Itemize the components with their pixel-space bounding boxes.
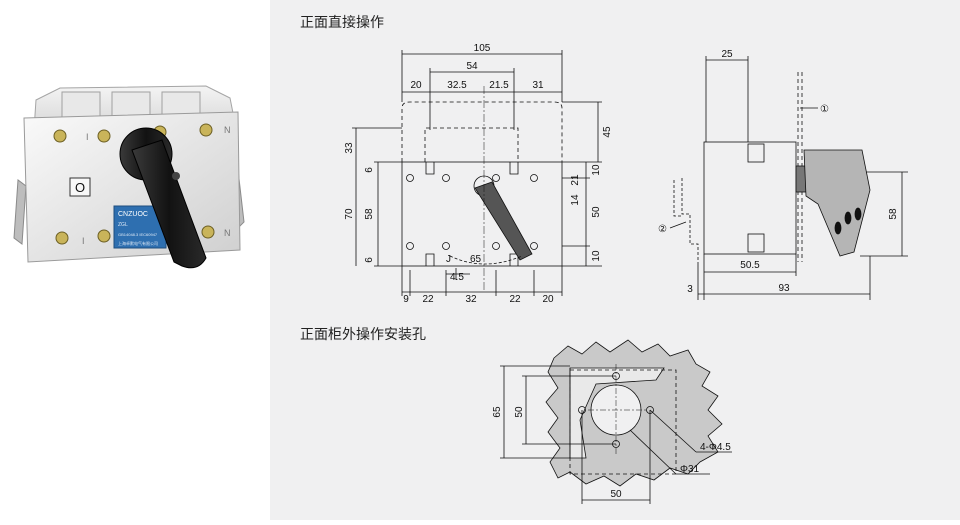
dim-20-top: 20 [410, 80, 422, 91]
title-front-direct: 正面直接操作 [300, 14, 384, 30]
dim-22-left: 22 [422, 294, 434, 305]
side-handle-hole-2 [844, 211, 852, 225]
dim-70: 70 [344, 208, 355, 220]
dim-54: 54 [466, 61, 478, 72]
nameplate-line-1: ZGL [118, 222, 128, 228]
dim-33: 33 [344, 142, 355, 154]
label-4-hole-dia: 4-Φ4.5 [700, 442, 731, 453]
dim-50-cutout-vertical: 50 [514, 406, 525, 418]
dim-32: 32 [465, 294, 477, 305]
front-dashed-inner [424, 127, 519, 162]
side-clip-top [747, 143, 765, 163]
dim-65: 65 [492, 406, 503, 418]
front-handle-mark: J [446, 254, 451, 265]
front-plate [401, 161, 563, 267]
drawing-panel: 正面直接操作 正面柜外操作安装孔 [270, 0, 960, 520]
cutout-view: 65 50 50 4-Φ4.5 Φ31 [492, 339, 732, 504]
callout-2: ② [658, 224, 667, 235]
dim-6-top: 6 [364, 167, 375, 173]
dim-6-bottom: 6 [364, 257, 375, 263]
position-mark: O [75, 180, 85, 195]
dim-32-5: 32.5 [447, 80, 467, 91]
handle-dimple [172, 172, 180, 180]
product-photo-panel: I N I N O CNZUOC ZGL GB14048.3 IEC60947 … [0, 0, 270, 520]
rotary-handle[interactable] [131, 139, 207, 269]
side-din-rail [681, 178, 699, 262]
dim-45: 45 [602, 126, 613, 138]
terminal-screws [53, 123, 215, 245]
side-clip-bottom [747, 233, 765, 253]
dim-93: 93 [778, 283, 790, 294]
side-handle-hole-3 [854, 207, 862, 221]
front-slots-top [425, 162, 519, 175]
rail-clip-left [13, 179, 27, 245]
dim-3: 3 [687, 284, 693, 295]
contact-mark-4: N [224, 228, 231, 238]
dim-21: 21 [570, 174, 581, 186]
dim-50-front: 50 [591, 206, 602, 218]
front-handle-arc [449, 255, 523, 265]
dim-50-cutout-horizontal: 50 [610, 489, 622, 500]
front-rating: 65 [470, 254, 482, 265]
dim-20-bottom: 20 [542, 294, 554, 305]
position-indicator [69, 177, 91, 197]
dim-58-side: 58 [888, 208, 899, 220]
dim-31: 31 [532, 80, 544, 91]
front-handle [474, 181, 533, 261]
dim-25: 25 [721, 49, 733, 60]
nameplate-brand: CNZUOC [118, 211, 148, 218]
side-view: 25 ① ② [658, 49, 908, 300]
title-front-cabinet-hole: 正面柜外操作安装孔 [300, 326, 426, 342]
front-dashed-housing [401, 101, 563, 162]
dim-21-5: 21.5 [489, 80, 509, 91]
dim-50-5: 50.5 [740, 260, 760, 271]
dim-22-right: 22 [509, 294, 521, 305]
front-mounting-holes [406, 174, 538, 250]
contact-mark-2: N [224, 125, 231, 135]
side-handle-hole-1 [834, 221, 842, 235]
label-shaft-dia: Φ31 [680, 464, 700, 475]
dim-14: 14 [570, 194, 581, 206]
dim-105: 105 [474, 43, 491, 54]
cutout-square [569, 369, 677, 475]
side-handle [803, 149, 871, 257]
front-view: J 65 105 54 20 32.5 21.5 31 33 6 70 [344, 43, 613, 305]
dim-58-front: 58 [364, 208, 375, 220]
nameplate-line-2: GB14048.3 IEC60947 [118, 232, 158, 237]
dim-10-top: 10 [591, 164, 602, 176]
dim-9: 9 [403, 294, 409, 305]
contact-mark-1: I [86, 132, 89, 142]
callout-1: ① [820, 104, 829, 115]
contact-mark-3: I [82, 236, 85, 246]
nameplate-line-3: 上海卓默电气有限公司 [118, 240, 158, 246]
dim-10-bottom: 10 [591, 250, 602, 262]
dim-4-5: 4.5 [450, 272, 464, 283]
isolator-switch-photo: I N I N O CNZUOC ZGL GB14048.3 IEC60947 … [13, 85, 245, 269]
side-body [703, 141, 797, 255]
technical-drawing: J 65 105 54 20 32.5 21.5 31 33 6 70 [344, 43, 908, 504]
